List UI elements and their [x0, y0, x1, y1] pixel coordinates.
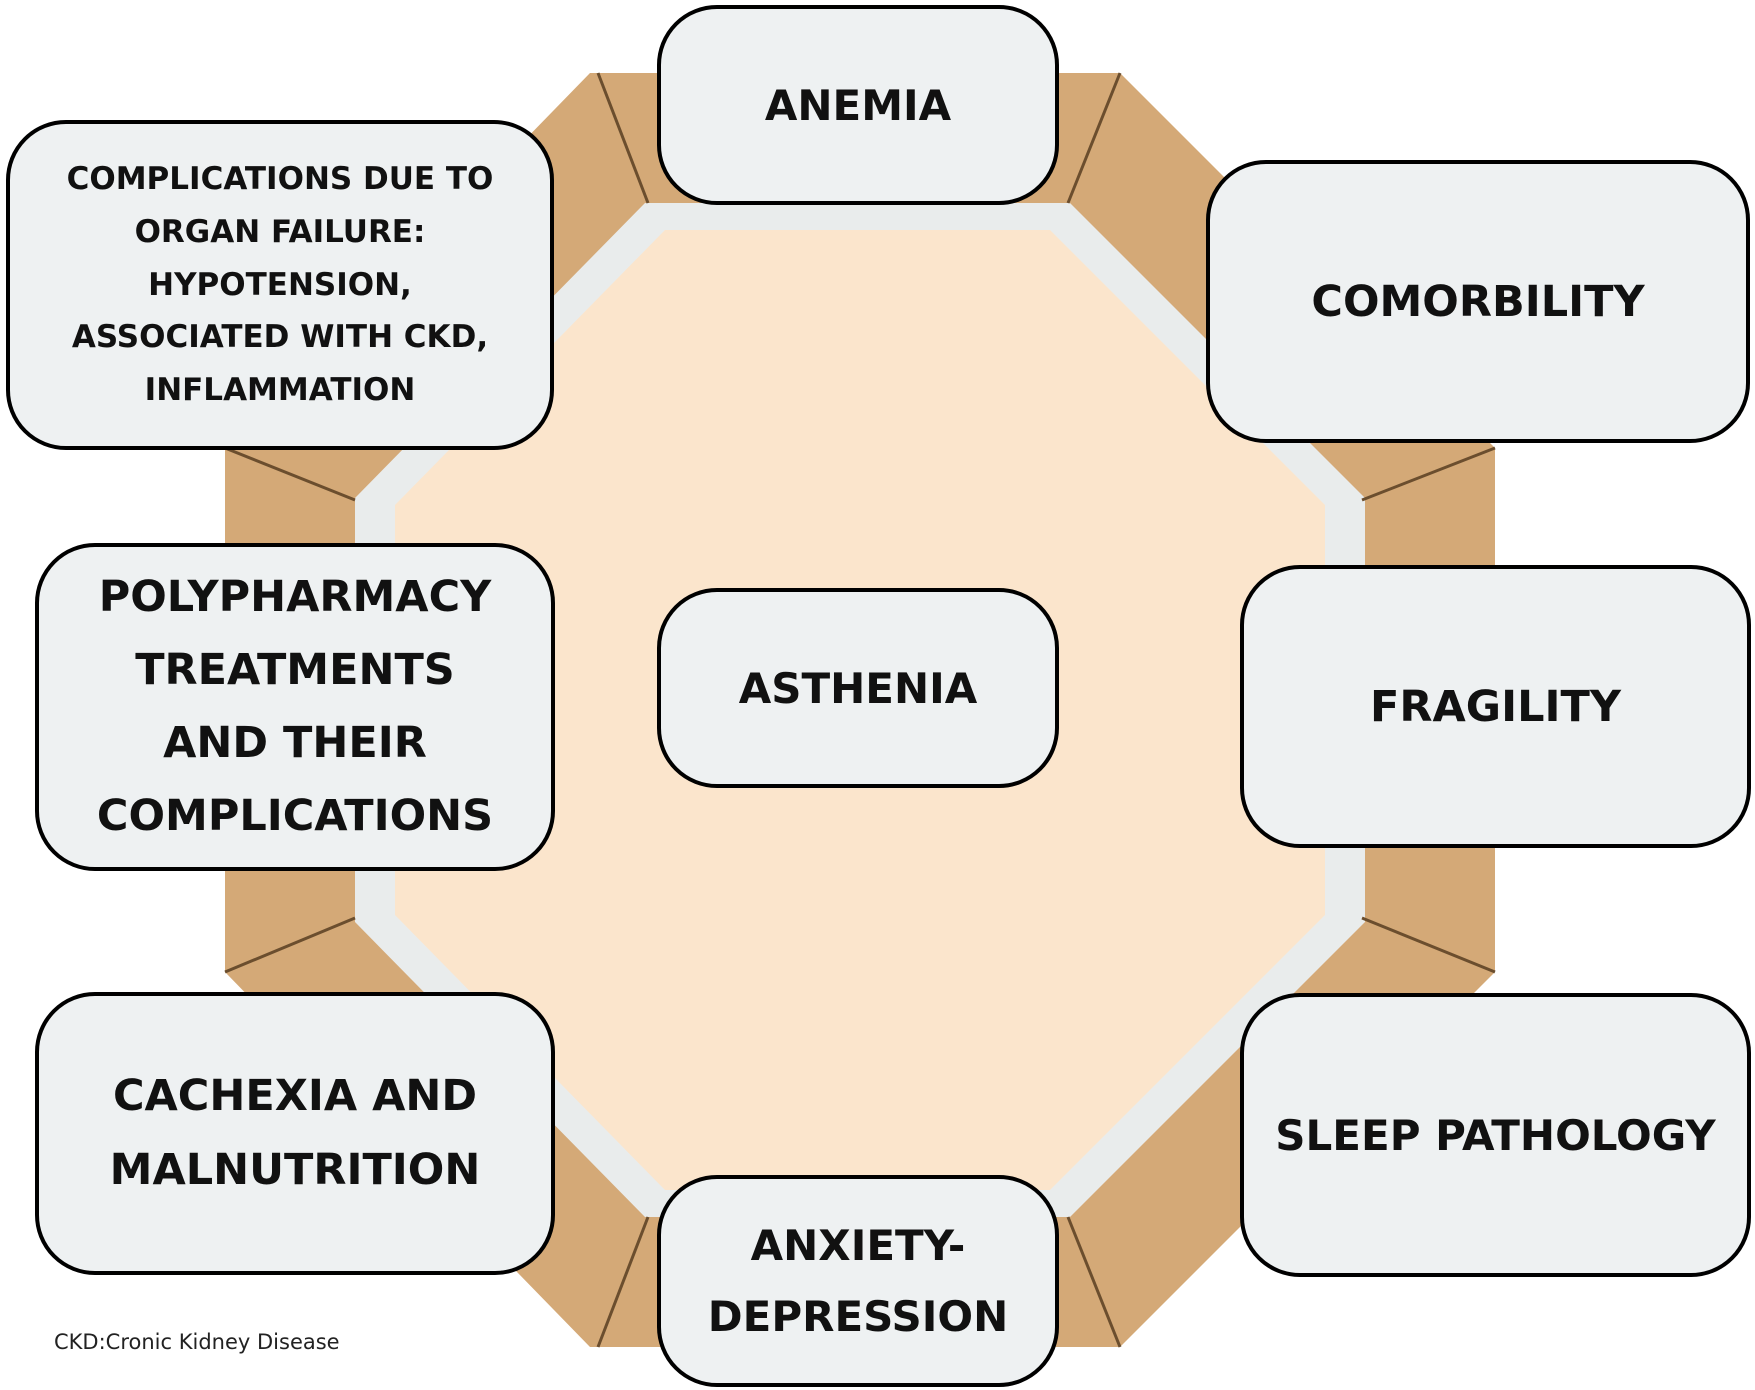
node-organ-failure: COMPLICATIONS DUE TO ORGAN FAILURE: HYPO…: [6, 120, 554, 450]
divider-line: [1361, 916, 1496, 974]
divider-line: [224, 916, 356, 974]
node-asthenia: ASTHENIA: [657, 588, 1059, 788]
ring-dividers: [224, 72, 1496, 1348]
divider-line: [596, 1216, 650, 1348]
node-anemia: ANEMIA: [657, 5, 1059, 205]
node-polypharmacy: POLYPHARMACY TREATMENTS AND THEIR COMPLI…: [35, 543, 555, 871]
divider-line: [1361, 446, 1496, 502]
node-fragility: FRAGILITY: [1240, 565, 1751, 848]
node-cachexia: CACHEXIA AND MALNUTRITION: [35, 992, 555, 1275]
divider-line: [596, 72, 650, 204]
divider-line: [1066, 72, 1122, 204]
divider-line: [1066, 1216, 1122, 1348]
node-comorbidity: COMORBILITY: [1206, 160, 1750, 443]
node-sleep-pathology: SLEEP PATHOLOGY: [1240, 993, 1751, 1277]
node-anxiety-depression: ANXIETY- DEPRESSION: [657, 1175, 1059, 1387]
divider-line: [224, 446, 356, 502]
footnote-ckd: CKD:Cronic Kidney Disease: [54, 1330, 340, 1354]
